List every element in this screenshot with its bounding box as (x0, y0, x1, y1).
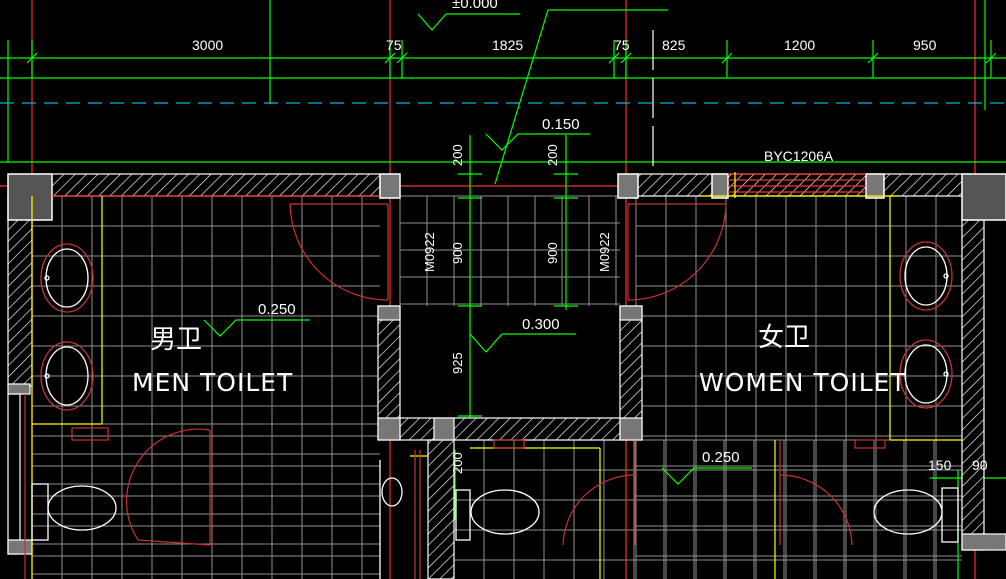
room-men-en: MEN TOILET (132, 368, 293, 397)
dim-150: 150 (928, 457, 952, 473)
vdim-925: 925 (450, 352, 465, 374)
toilet-icon (31, 460, 959, 579)
dim-1825: 1825 (492, 37, 523, 53)
room-women-en: WOMEN TOILET (699, 368, 907, 397)
dim-3000: 3000 (192, 37, 223, 53)
dim-825: 825 (662, 37, 686, 53)
dim-75-right: 75 (614, 37, 630, 53)
vdim-200-right: 200 (545, 144, 560, 166)
window-label: BYC1206A (764, 148, 834, 164)
vdim-200-left: 200 (450, 144, 465, 166)
door-label-left: M0922 (422, 232, 437, 272)
level-women: 0.250 (702, 449, 740, 466)
level-corridor: 0.150 (542, 116, 580, 133)
sink-icon (40, 241, 953, 411)
vdim-900-left: 900 (450, 242, 465, 264)
room-men-cn: 男卫 (150, 325, 202, 355)
level-top: ±0.000 (452, 0, 498, 12)
window-byc1206a (52, 173, 866, 197)
vdim-900-right: 900 (545, 242, 560, 264)
level-men: 0.250 (258, 301, 296, 318)
dim-90: 90 (972, 457, 988, 473)
room-women-cn: 女卫 (758, 323, 810, 353)
door-label-right: M0922 (597, 232, 612, 272)
column-hatch-icon (7, 173, 1006, 555)
dim-950: 950 (913, 37, 937, 53)
doors (24, 203, 886, 579)
vdim-200-bottom: 200 (450, 452, 465, 474)
level-center: 0.300 (522, 316, 560, 333)
level-markers (203, 13, 752, 485)
dim-1200: 1200 (784, 37, 815, 53)
dim-75-left: 75 (386, 37, 402, 53)
